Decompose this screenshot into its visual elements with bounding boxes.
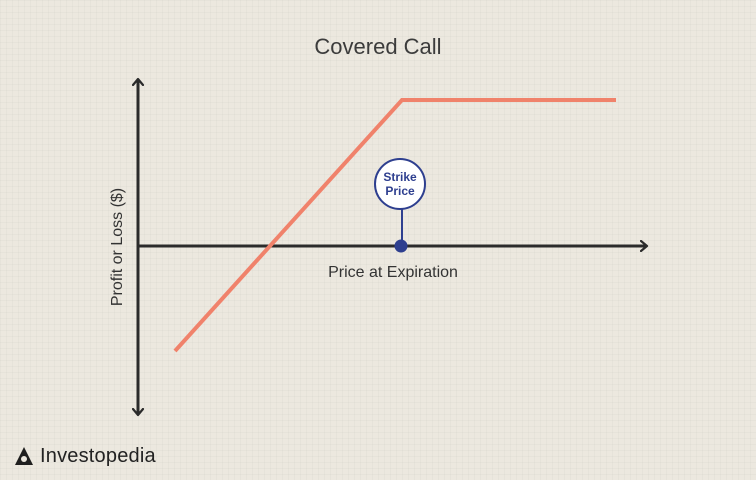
investopedia-logo-icon bbox=[15, 447, 33, 465]
strike-label-line2: Price bbox=[385, 184, 415, 198]
strike-label-line1: Strike bbox=[383, 170, 417, 184]
strike-point bbox=[394, 239, 408, 253]
investopedia-logo: Investopedia bbox=[12, 442, 156, 470]
strike-price-bubble bbox=[374, 158, 426, 210]
x-axis-label: Price at Expiration bbox=[328, 264, 458, 281]
payoff-line bbox=[173, 98, 616, 353]
brand-name: Investopedia bbox=[40, 444, 156, 467]
y-axis-label: Profit or Loss ($) bbox=[109, 188, 126, 306]
chart-title: Covered Call bbox=[314, 34, 441, 59]
